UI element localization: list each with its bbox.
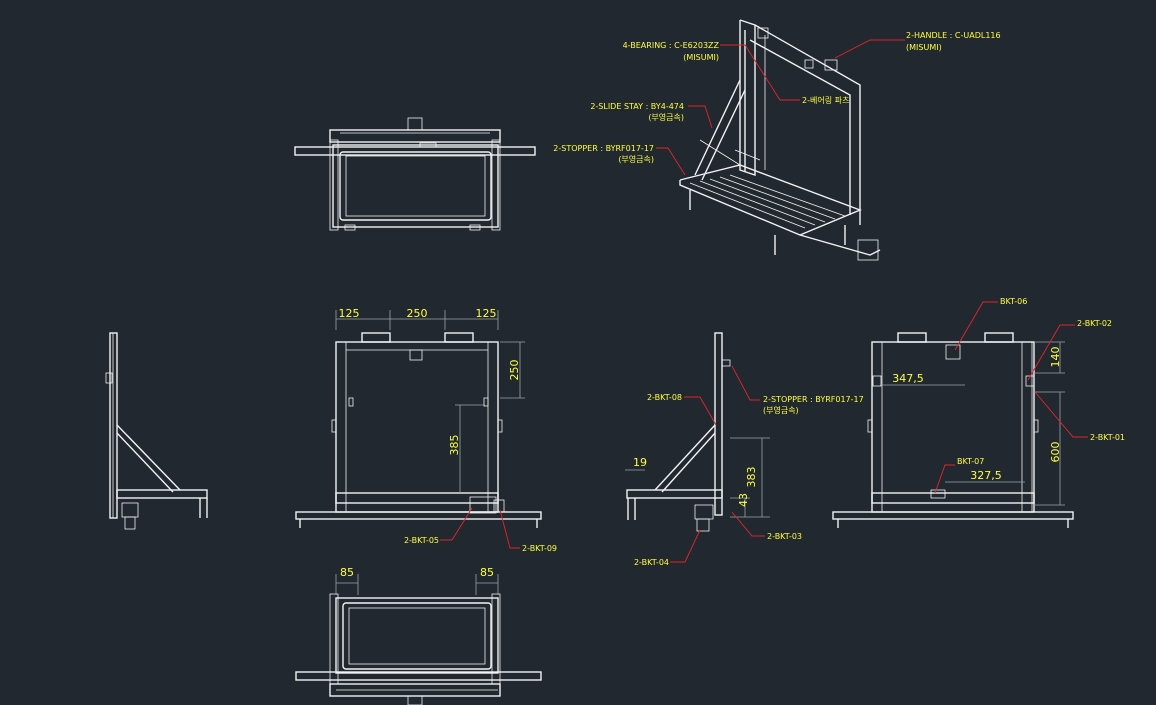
dim-bottom-85-right: 85: [480, 566, 494, 579]
leader-lines: [440, 39, 1088, 563]
dim-front-250: 250: [407, 307, 428, 320]
stopper-maker: (부영금속): [618, 154, 654, 164]
handle-callout: 2-HANDLE : C-UADL116: [906, 31, 1001, 40]
bkt09-callout: 2-BKT-09: [522, 544, 557, 553]
dim-front-125-right: 125: [476, 307, 497, 320]
dim-bottom-85-left: 85: [340, 566, 354, 579]
bearing-maker: (MISUMI): [683, 53, 719, 62]
dim-rear-327-5: 327,5: [970, 469, 1002, 482]
dim-rear-140: 140: [1049, 347, 1062, 368]
handle-maker: (MISUMI): [906, 43, 942, 52]
dimension-labels: 125 250 125 250 385 19 383 43 347,5 140 …: [339, 307, 1063, 579]
bkt04-callout: 2-BKT-04: [634, 558, 669, 567]
stopper2-callout: 2-STOPPER : BYRF017-17: [763, 395, 864, 404]
bkt05-callout: 2-BKT-05: [404, 536, 439, 545]
bkt03-callout: 2-BKT-03: [767, 532, 802, 541]
dim-rear-600: 600: [1049, 442, 1062, 463]
bkt07-callout: BKT-07: [957, 457, 984, 466]
callout-labels: 4-BEARING : C-E6203ZZ (MISUMI) 2-베어링 파츠 …: [404, 31, 1125, 567]
bearing-cover-callout: 2-베어링 파츠: [802, 95, 849, 105]
side-view-left: [105, 332, 208, 530]
dim-front-125-left: 125: [339, 307, 360, 320]
bottom-view: [295, 574, 542, 705]
dim-side-383: 383: [745, 467, 758, 488]
slide-stay-callout: 2-SLIDE STAY : BY4-474: [590, 102, 684, 111]
stopper2-maker: (부영금속): [763, 405, 799, 415]
dim-front-250-vertical: 250: [508, 360, 521, 381]
bkt01-callout: 2-BKT-01: [1090, 433, 1125, 442]
dim-side-19: 19: [633, 456, 647, 469]
dim-front-385: 385: [448, 435, 461, 456]
slide-stay-maker: (부영금속): [648, 112, 684, 122]
bkt06-callout: BKT-06: [1000, 297, 1027, 306]
stopper-callout: 2-STOPPER : BYRF017-17: [553, 144, 654, 153]
isometric-view: [679, 19, 881, 261]
dim-rear-347-5: 347,5: [892, 372, 924, 385]
bkt08-callout: 2-BKT-08: [647, 393, 682, 402]
rear-view: [832, 332, 1074, 528]
bkt02-callout: 2-BKT-02: [1077, 319, 1112, 328]
top-view: [294, 117, 536, 231]
dim-side-43: 43: [737, 493, 750, 507]
bearing-callout: 4-BEARING : C-E6203ZZ: [623, 41, 720, 50]
front-view: [295, 310, 542, 528]
